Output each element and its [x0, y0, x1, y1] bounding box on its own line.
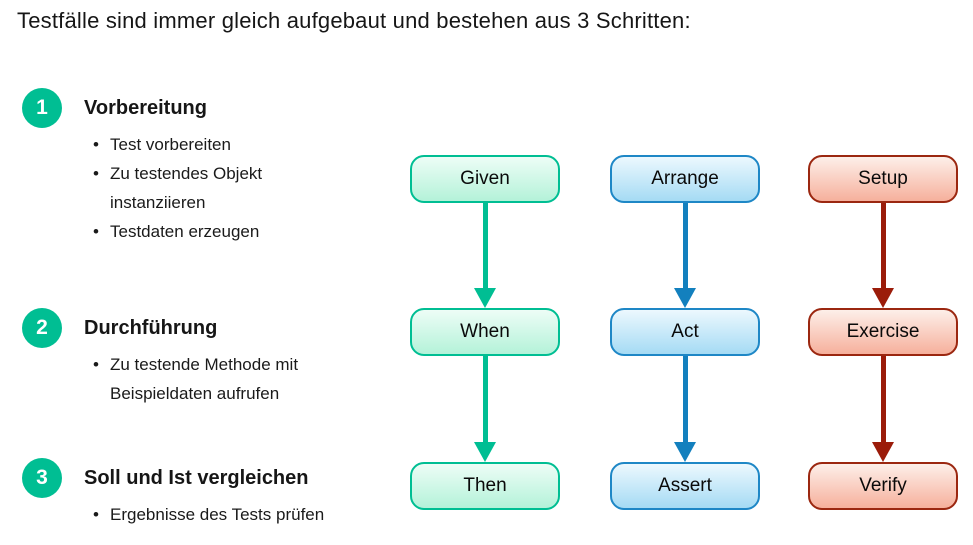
- step-number: 2: [36, 316, 48, 339]
- box-when: When: [410, 308, 560, 356]
- step-number: 3: [36, 466, 48, 489]
- step-2-body: Durchführung Zu testende Methode mit Bei…: [84, 308, 328, 408]
- bullet-item: Ergebnisse des Tests prüfen: [84, 500, 328, 529]
- arrow-arrange-act: [682, 203, 688, 289]
- bullet-item: Zu testende Methode mit Beispieldaten au…: [84, 350, 328, 408]
- arrow-when-then: [482, 356, 488, 442]
- box-exercise: Exercise: [808, 308, 958, 356]
- arrowhead-setup-exercise-icon: [872, 288, 894, 308]
- step-1-bullets: Test vorbereiten Zu testendes Objekt ins…: [84, 130, 328, 246]
- box-assert: Assert: [610, 462, 760, 510]
- box-act: Act: [610, 308, 760, 356]
- step-1-number-badge: 1: [22, 88, 62, 128]
- step-number: 1: [36, 96, 48, 119]
- arrowhead-act-assert-icon: [674, 442, 696, 462]
- arrowhead-when-then-icon: [474, 442, 496, 462]
- step-2-bullets: Zu testende Methode mit Beispieldaten au…: [84, 350, 328, 408]
- bullet-item: Testdaten erzeugen: [84, 217, 328, 246]
- step-3-heading: Soll und Ist vergleichen: [84, 467, 309, 489]
- step-2: 2 Durchführung Zu testende Methode mit B…: [22, 308, 328, 408]
- box-given: Given: [410, 155, 560, 203]
- step-2-number-badge: 2: [22, 308, 62, 348]
- step-3-body: Soll und Ist vergleichen Ergebnisse des …: [84, 458, 328, 529]
- box-setup: Setup: [808, 155, 958, 203]
- bullet-item: Zu testendes Objekt instanziieren: [84, 159, 328, 217]
- step-1: 1 Vorbereitung Test vorbereiten Zu teste…: [22, 88, 328, 246]
- step-3-number-badge: 3: [22, 458, 62, 498]
- arrowhead-exercise-verify-icon: [872, 442, 894, 462]
- box-arrange: Arrange: [610, 155, 760, 203]
- arrow-act-assert: [682, 356, 688, 442]
- step-2-heading: Durchführung: [84, 317, 218, 339]
- page-title: Testfälle sind immer gleich aufgebaut un…: [17, 8, 691, 33]
- arrowhead-arrange-act-icon: [674, 288, 696, 308]
- step-3-bullets: Ergebnisse des Tests prüfen: [84, 500, 328, 529]
- step-1-heading: Vorbereitung: [84, 97, 207, 119]
- arrow-exercise-verify: [880, 356, 886, 442]
- arrowhead-given-when-icon: [474, 288, 496, 308]
- box-verify: Verify: [808, 462, 958, 510]
- arrow-setup-exercise: [880, 203, 886, 289]
- box-then: Then: [410, 462, 560, 510]
- step-1-body: Vorbereitung Test vorbereiten Zu testend…: [84, 88, 328, 246]
- step-3: 3 Soll und Ist vergleichen Ergebnisse de…: [22, 458, 328, 529]
- arrow-given-when: [482, 203, 488, 289]
- bullet-item: Test vorbereiten: [84, 130, 328, 159]
